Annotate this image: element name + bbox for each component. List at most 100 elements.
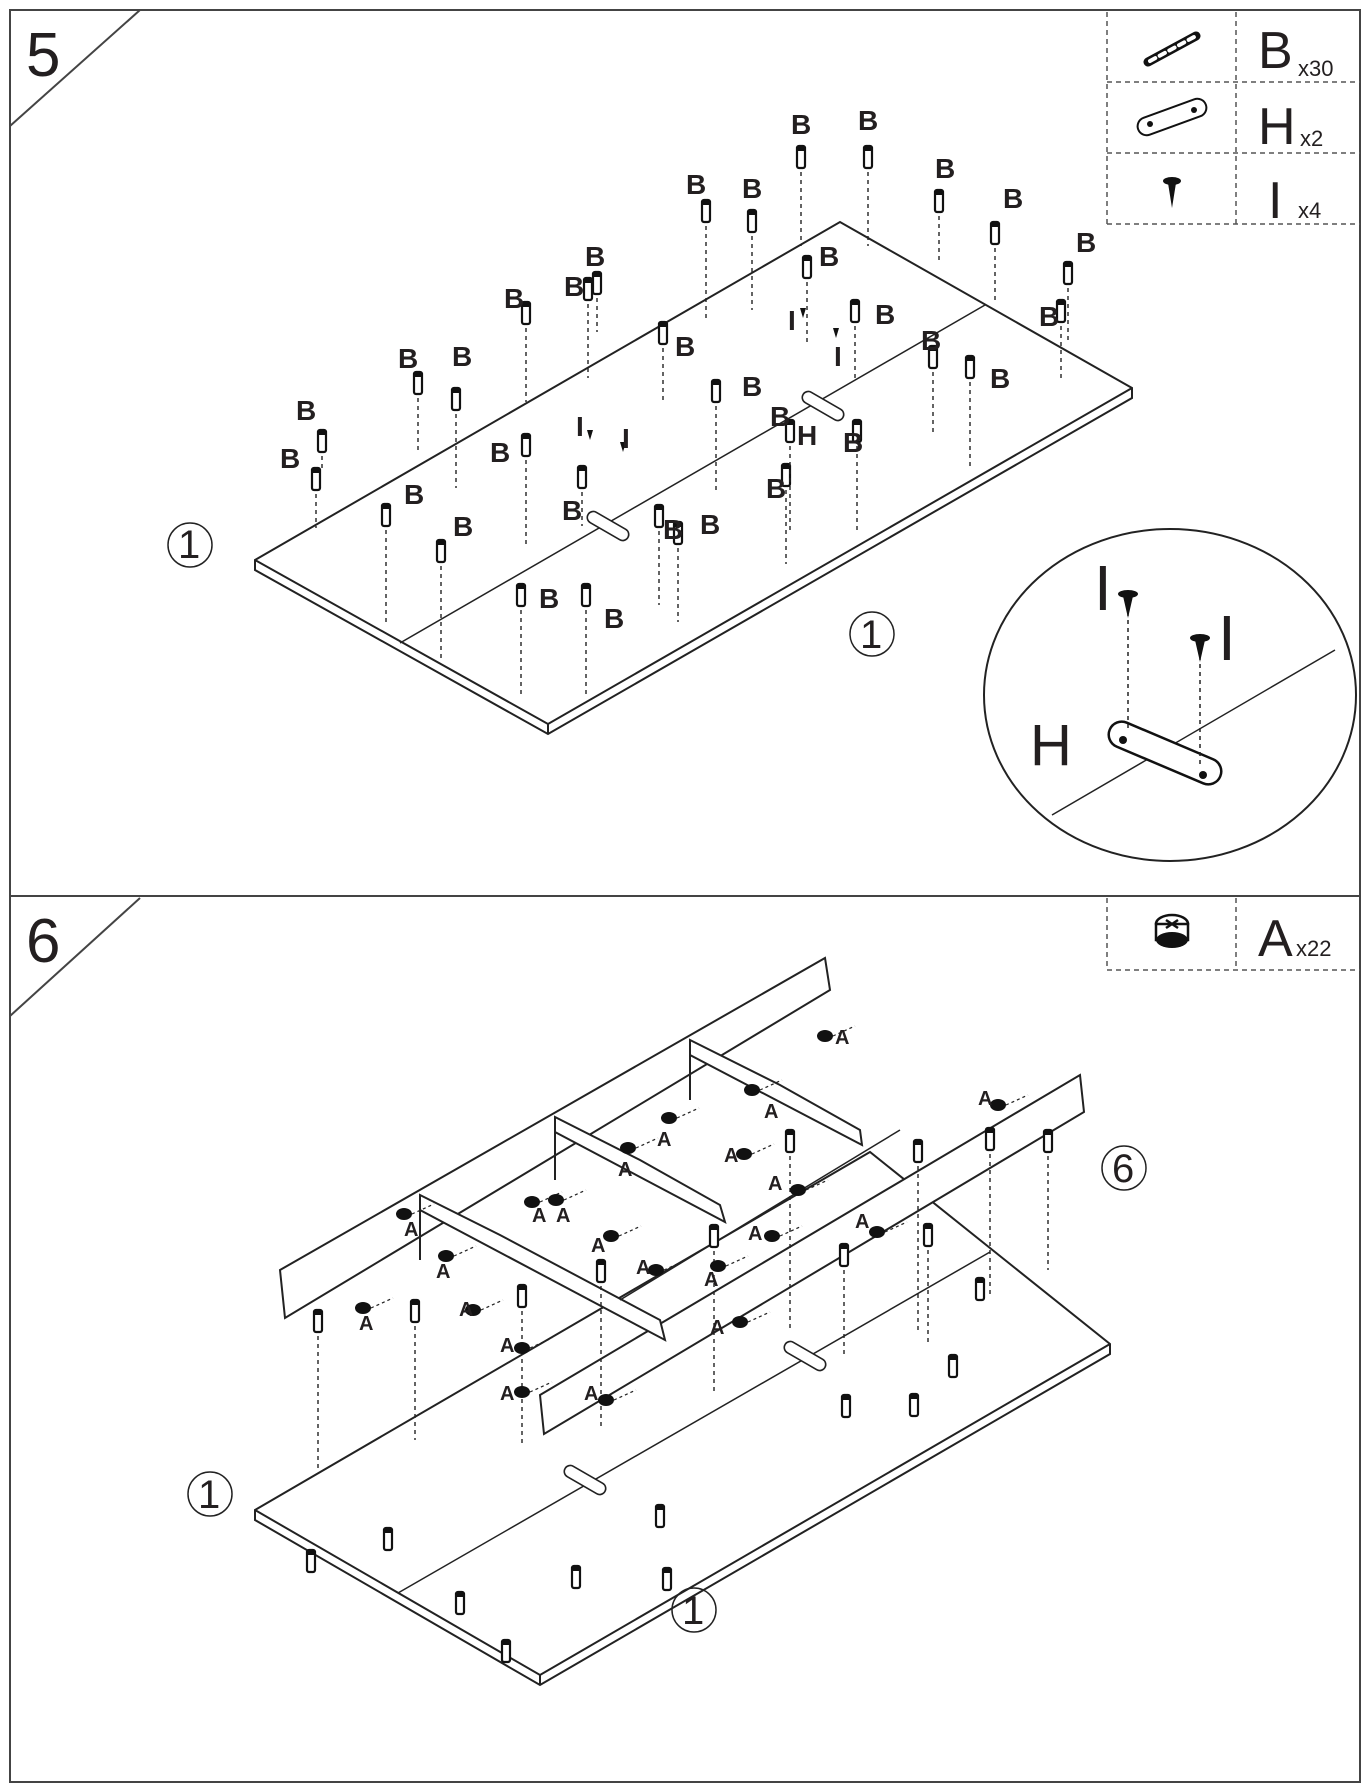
detail-screw-label-b: I (1218, 602, 1236, 674)
dowel-label: B (858, 105, 878, 136)
dowel (1042, 1128, 1054, 1270)
cam-label: A (978, 1088, 992, 1110)
cam-lock (764, 1225, 803, 1242)
cam-lock (869, 1221, 908, 1238)
step-5-panel: 5 B x30 H x2 I x4 (9, 9, 1361, 897)
dowel (840, 1393, 852, 1419)
cam-label: A (532, 1205, 546, 1227)
cam-lock (396, 1203, 435, 1220)
dowel (849, 298, 861, 380)
dowel-label: B (921, 325, 941, 356)
screw-label: I (834, 341, 842, 372)
cam-label: A (584, 1383, 598, 1405)
dowel (838, 1242, 850, 1354)
dowel (710, 378, 722, 490)
legend-letter-b: B (1258, 22, 1293, 80)
dowel (1062, 260, 1074, 342)
cam-label: A (500, 1335, 514, 1357)
cam-label: A (748, 1223, 762, 1245)
plate-label: H (797, 420, 817, 451)
dowel-label: B (819, 241, 839, 272)
cam-lock (548, 1189, 587, 1206)
cam-lock (465, 1299, 504, 1316)
detail-screw-label-a: I (1094, 552, 1112, 624)
step-5-screws (587, 308, 839, 452)
step-6-number: 6 (26, 907, 60, 976)
cam-lock (990, 1094, 1029, 1111)
dowel (933, 188, 945, 260)
cam-lock (790, 1179, 829, 1196)
dowel-label: B (990, 363, 1010, 394)
dowel-label: B (843, 427, 863, 458)
dowel (654, 1503, 666, 1529)
dowel-label: B (539, 583, 559, 614)
legend-qty-b: x30 (1298, 56, 1333, 81)
step-5-board (254, 220, 1133, 736)
step-5-connector-plates (586, 390, 845, 542)
dowel (412, 370, 424, 452)
dowel-label: B (770, 401, 790, 432)
step-5-number: 5 (26, 21, 60, 90)
dowel-label: B (700, 509, 720, 540)
dowel (795, 144, 807, 246)
cam-lock (438, 1245, 477, 1262)
screw-label: I (576, 411, 584, 442)
dowel (515, 582, 527, 694)
dowel-label: B (585, 241, 605, 272)
cam-lock (732, 1311, 771, 1328)
frame-label: 6 (1112, 1147, 1134, 1191)
dowel (784, 1128, 796, 1330)
dowel-label: B (742, 371, 762, 402)
step-6-panel: 6 A x22 1 1 (9, 895, 1361, 1783)
dowel (380, 502, 392, 624)
dowel (964, 354, 976, 466)
panel-label-1d: 1 (682, 1589, 704, 1633)
legend-qty-i: x4 (1298, 198, 1321, 223)
dowel (576, 464, 588, 526)
dowel (657, 320, 669, 402)
dowel-label: B (404, 479, 424, 510)
dowel (746, 208, 758, 310)
screw-label: I (788, 305, 796, 336)
screw-icon (1163, 177, 1181, 208)
dowel-label: B (490, 437, 510, 468)
dowel-label: B (663, 514, 683, 545)
dowel (922, 1222, 934, 1344)
detail-plate-label: H (1030, 713, 1072, 778)
dowel-label: B (1003, 183, 1023, 214)
dowel (595, 1258, 607, 1430)
dowel (382, 1526, 394, 1552)
dowel (851, 418, 863, 530)
dowel (974, 1276, 986, 1302)
cam-lock (355, 1297, 394, 1314)
dowel (580, 582, 592, 694)
dowel-label: B (675, 331, 695, 362)
step-6-plates (563, 1340, 827, 1496)
dowel (984, 1126, 996, 1298)
panel-label-1b: 1 (860, 613, 882, 657)
dowel (908, 1392, 920, 1418)
cam-lock-icon (1154, 913, 1190, 948)
cam-label: A (768, 1173, 782, 1195)
dowel (582, 276, 594, 378)
legend-letter-h: H (1258, 98, 1296, 156)
cam-label: A (500, 1383, 514, 1405)
cam-label: A (556, 1205, 570, 1227)
panel-label-1a: 1 (178, 523, 200, 567)
dowel-label: B (935, 153, 955, 184)
dowel (927, 344, 939, 436)
dowel (912, 1138, 924, 1330)
dowel (672, 520, 684, 622)
dowel (780, 462, 792, 564)
dowel (862, 144, 874, 246)
dowel-label: B (564, 271, 584, 302)
cam-lock (817, 1025, 856, 1042)
dowel-icon (1143, 31, 1201, 67)
legend-letter-i: I (1268, 172, 1282, 230)
legend-letter-a: A (1258, 910, 1293, 968)
cam-label: A (459, 1299, 473, 1321)
cam-label: A (657, 1129, 671, 1151)
